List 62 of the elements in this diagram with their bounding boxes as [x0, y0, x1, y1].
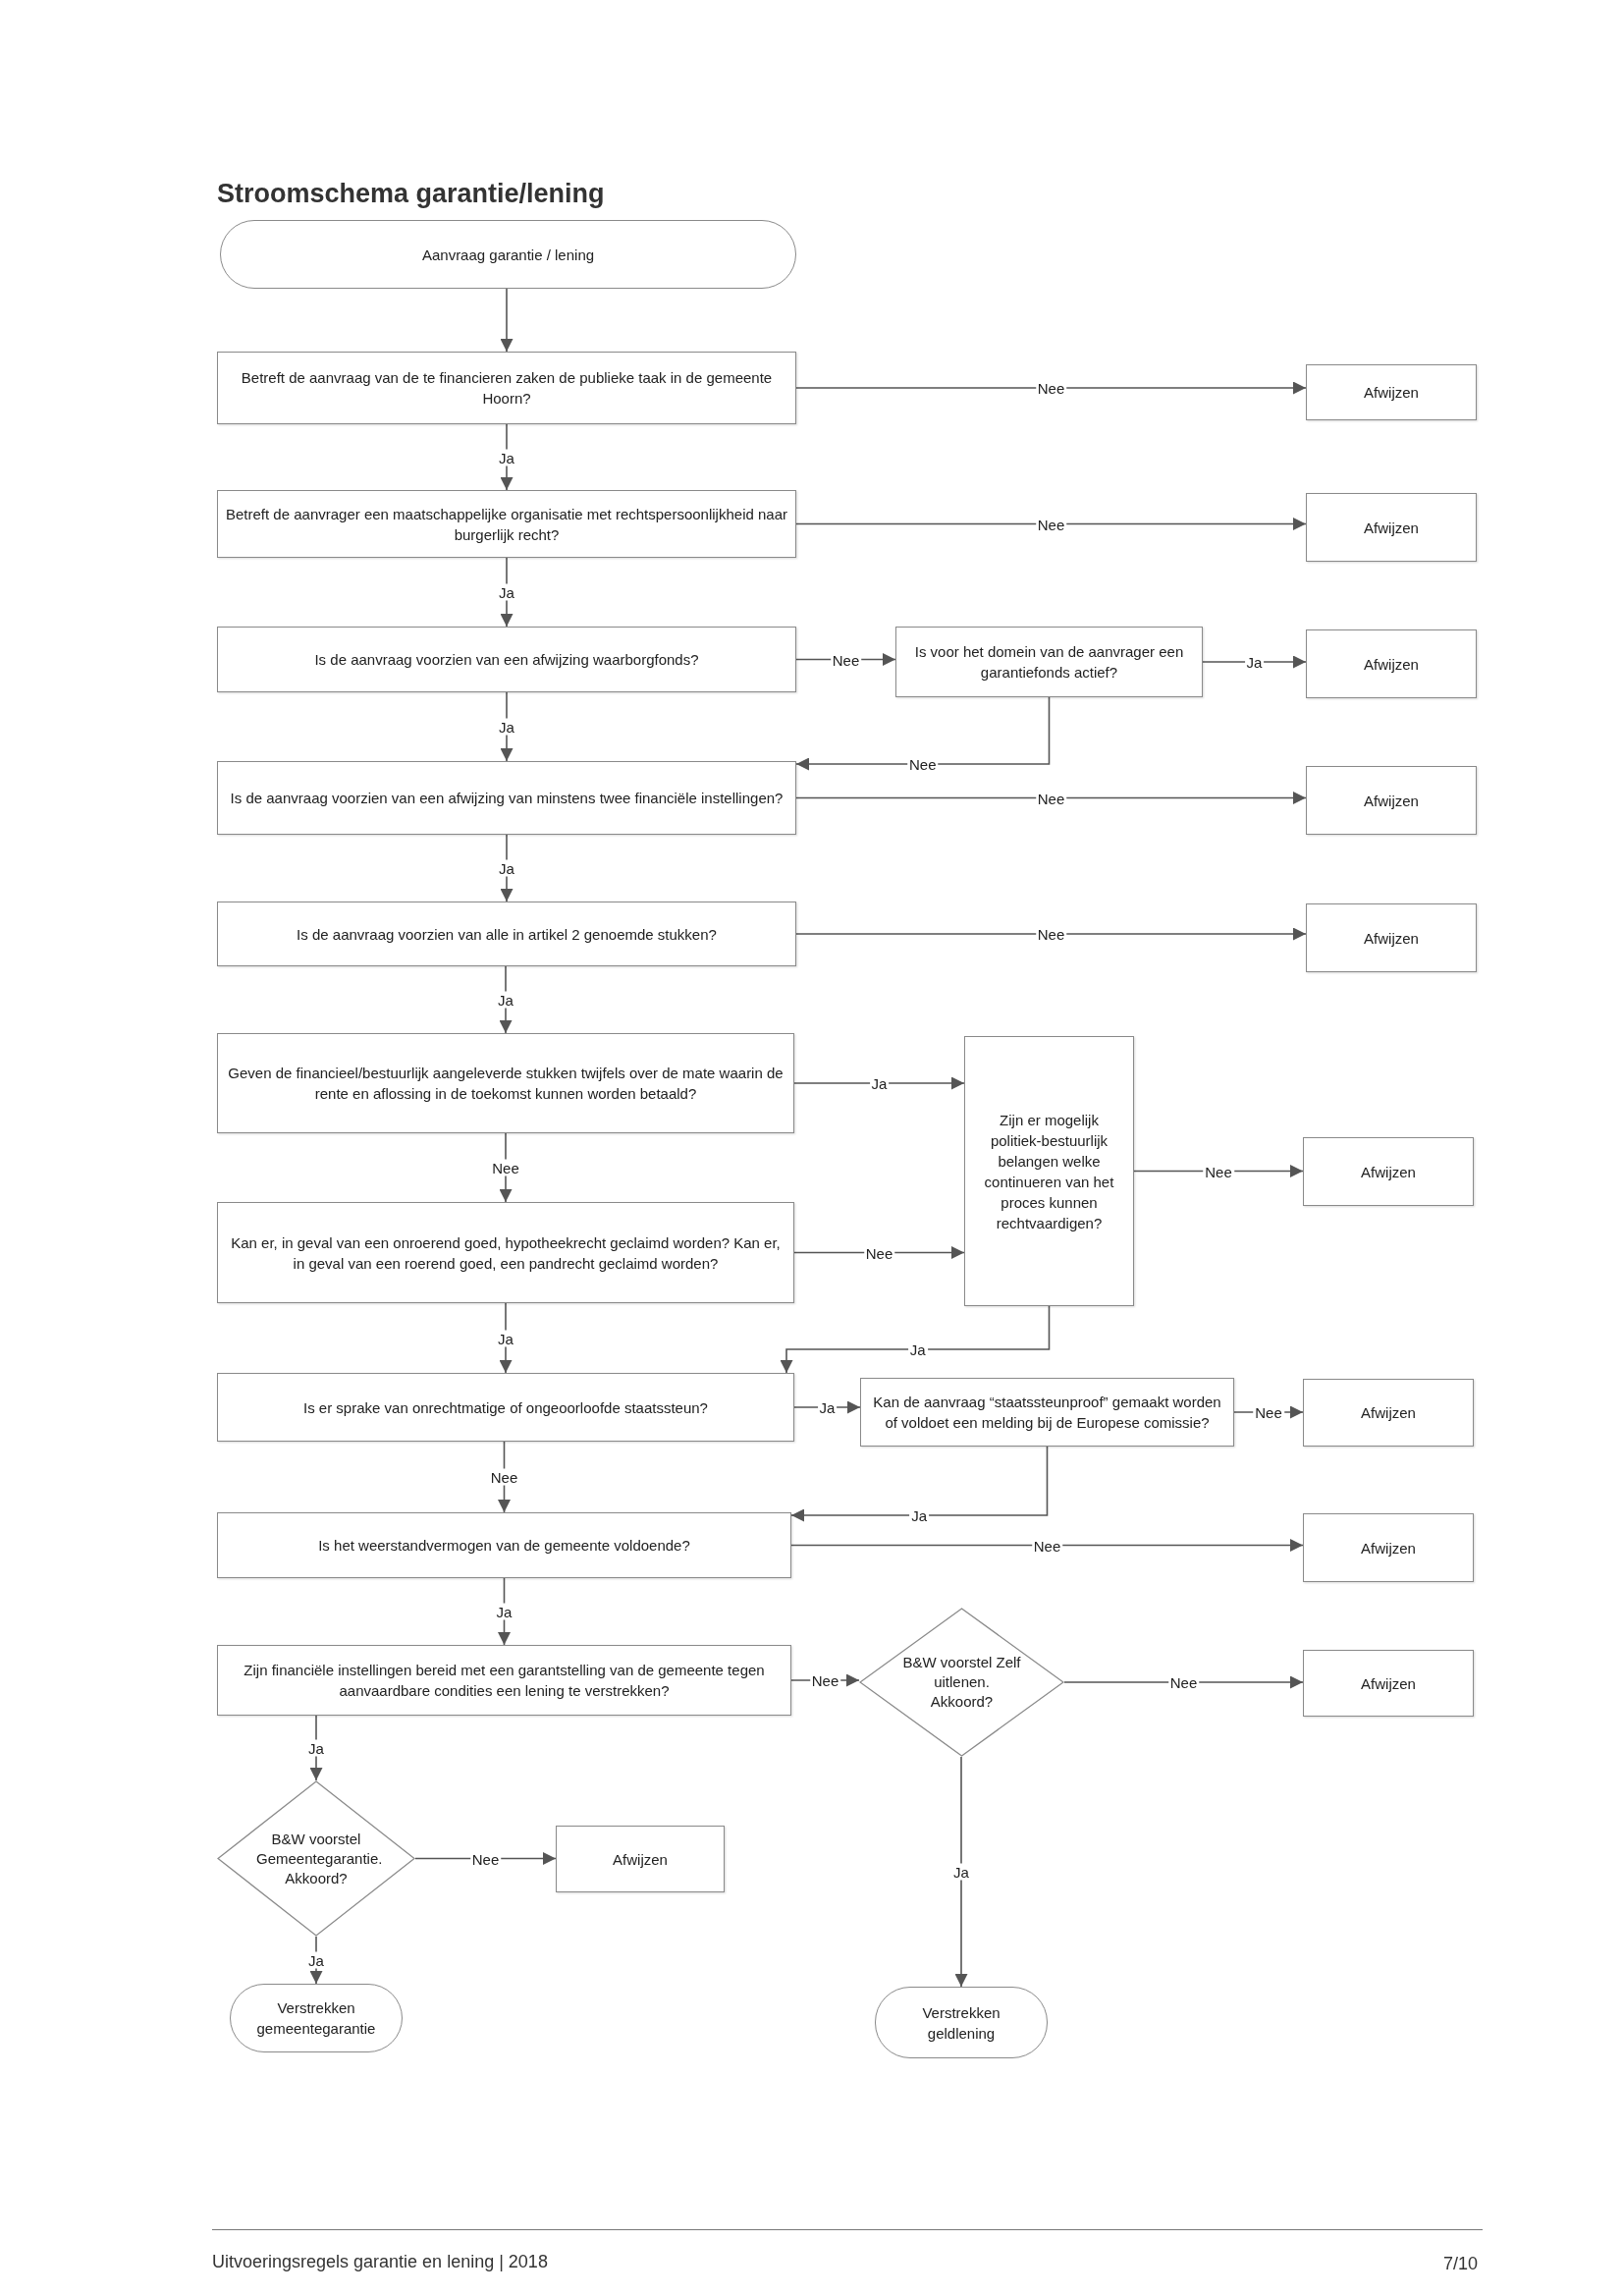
decision-diamond: B&W voorstel Zelf uitlenen. Akkoord?: [859, 1608, 1064, 1757]
process-box: Afwijzen: [556, 1826, 725, 1892]
arrow: [1063, 1675, 1304, 1689]
arrow: [500, 834, 514, 902]
process-box: Zijn financiële instellingen bereid met een garantstelling van de gemeente tegen aanvaardbare condities een lening te verstrekken?: [217, 1645, 791, 1716]
process-box: Is het weerstandvermogen van de gemeente voldoende?: [217, 1512, 791, 1578]
process-box: Afwijzen: [1306, 903, 1477, 972]
arrow: [795, 792, 1307, 804]
process-box: Afwijzen: [1306, 629, 1477, 698]
process-box: Geven de financieel/bestuurlijk aangeleverde stukken twijfels over de mate waarin de rente en aflossing in de toekomst kunnen worden betaald?: [217, 1033, 794, 1133]
process-box: Afwijzen: [1306, 766, 1477, 835]
arrow: [793, 1400, 861, 1414]
arrow: [790, 1446, 1049, 1522]
edge-label: Ja: [306, 1739, 326, 1757]
process-box: Afwijzen: [1303, 1379, 1474, 1447]
process-box: Betreft de aanvrager een maatschappelijke organisatie met rechtspersoonlijkheid naar burgerlijk recht?: [217, 490, 796, 558]
edge-label: Ja: [497, 859, 516, 877]
process-box: Is de aanvraag voorzien van een afwijzing waarborgfonds?: [217, 627, 796, 692]
edge-label: Ja: [497, 718, 516, 736]
edge-label: Ja: [951, 1863, 971, 1881]
arrow: [500, 423, 514, 491]
edge-label: Ja: [496, 1330, 515, 1346]
arrow: [795, 381, 1307, 395]
arrow: [498, 1577, 511, 1646]
decision-diamond: B&W voorstel Gemeentegarantie. Akkoord?: [217, 1780, 415, 1937]
edge-label: Nee: [490, 1159, 521, 1176]
arrow: [499, 965, 513, 1034]
process-box: Kan de aanvraag “staatssteunproof” gemaakt worden of voldoet een melding bij de Europese comissie?: [860, 1378, 1234, 1447]
footer-text: Uitvoeringsregels garantie en lening | 2018: [212, 2251, 548, 2273]
edge-label: Ja: [497, 449, 516, 465]
arrow: [954, 1756, 968, 1988]
edge-label: Nee: [488, 1468, 520, 1486]
terminator: Verstrekken geldlening: [875, 1987, 1048, 2058]
terminator: Aanvraag garantie / lening: [220, 220, 796, 289]
edge-label: Ja: [496, 991, 515, 1009]
process-box: Afwijzen: [1303, 1137, 1474, 1206]
process-box: Afwijzen: [1306, 493, 1477, 562]
edge-label: Ja: [497, 583, 516, 601]
process-box: Kan er, in geval van een onroerend goed, hypotheekrecht geclaimd worden? Kan er, in geval van een roerend goed, een pandrecht geclaimd worden?: [217, 1202, 794, 1303]
terminator: Verstrekken gemeentegarantie: [230, 1984, 403, 2052]
process-box: Afwijzen: [1306, 364, 1477, 420]
process-box: Is er sprake van onrechtmatige of ongeoorloofde staatssteun?: [217, 1373, 794, 1442]
page-number: 7/10: [1442, 2253, 1478, 2275]
arrow: [795, 696, 1051, 771]
process-box: Afwijzen: [1303, 1650, 1474, 1717]
arrow: [795, 927, 1307, 941]
arrow: [793, 1076, 965, 1090]
arrow: [780, 1305, 1051, 1374]
process-box: Is de aanvraag voorzien van alle in artikel 2 genoemde stukken?: [217, 902, 796, 966]
process-box: Is de aanvraag voorzien van een afwijzing van minstens twee financiële instellingen?: [217, 761, 796, 835]
process-box: Is voor het domein van de aanvrager een garantiefonds actief?: [895, 627, 1203, 697]
arrow: [795, 518, 1307, 530]
arrow: [500, 288, 514, 353]
arrow: [790, 1539, 1304, 1552]
arrow: [1202, 655, 1307, 669]
edge-label: Ja: [306, 1951, 326, 1969]
process-box: Betreft de aanvraag van de te financieren zaken de publieke taak in de gemeente Hoorn?: [217, 352, 796, 424]
edge-label: Ja: [494, 1603, 514, 1620]
process-box: Afwijzen: [1303, 1513, 1474, 1582]
process-box: Zijn er mogelijk politiek-bestuurlijk belangen welke continueren van het proces kunnen rechtvaardigen?: [964, 1036, 1134, 1306]
arrow: [309, 1715, 323, 1781]
diagram-title: Stroomschema garantie/lening: [217, 181, 605, 207]
